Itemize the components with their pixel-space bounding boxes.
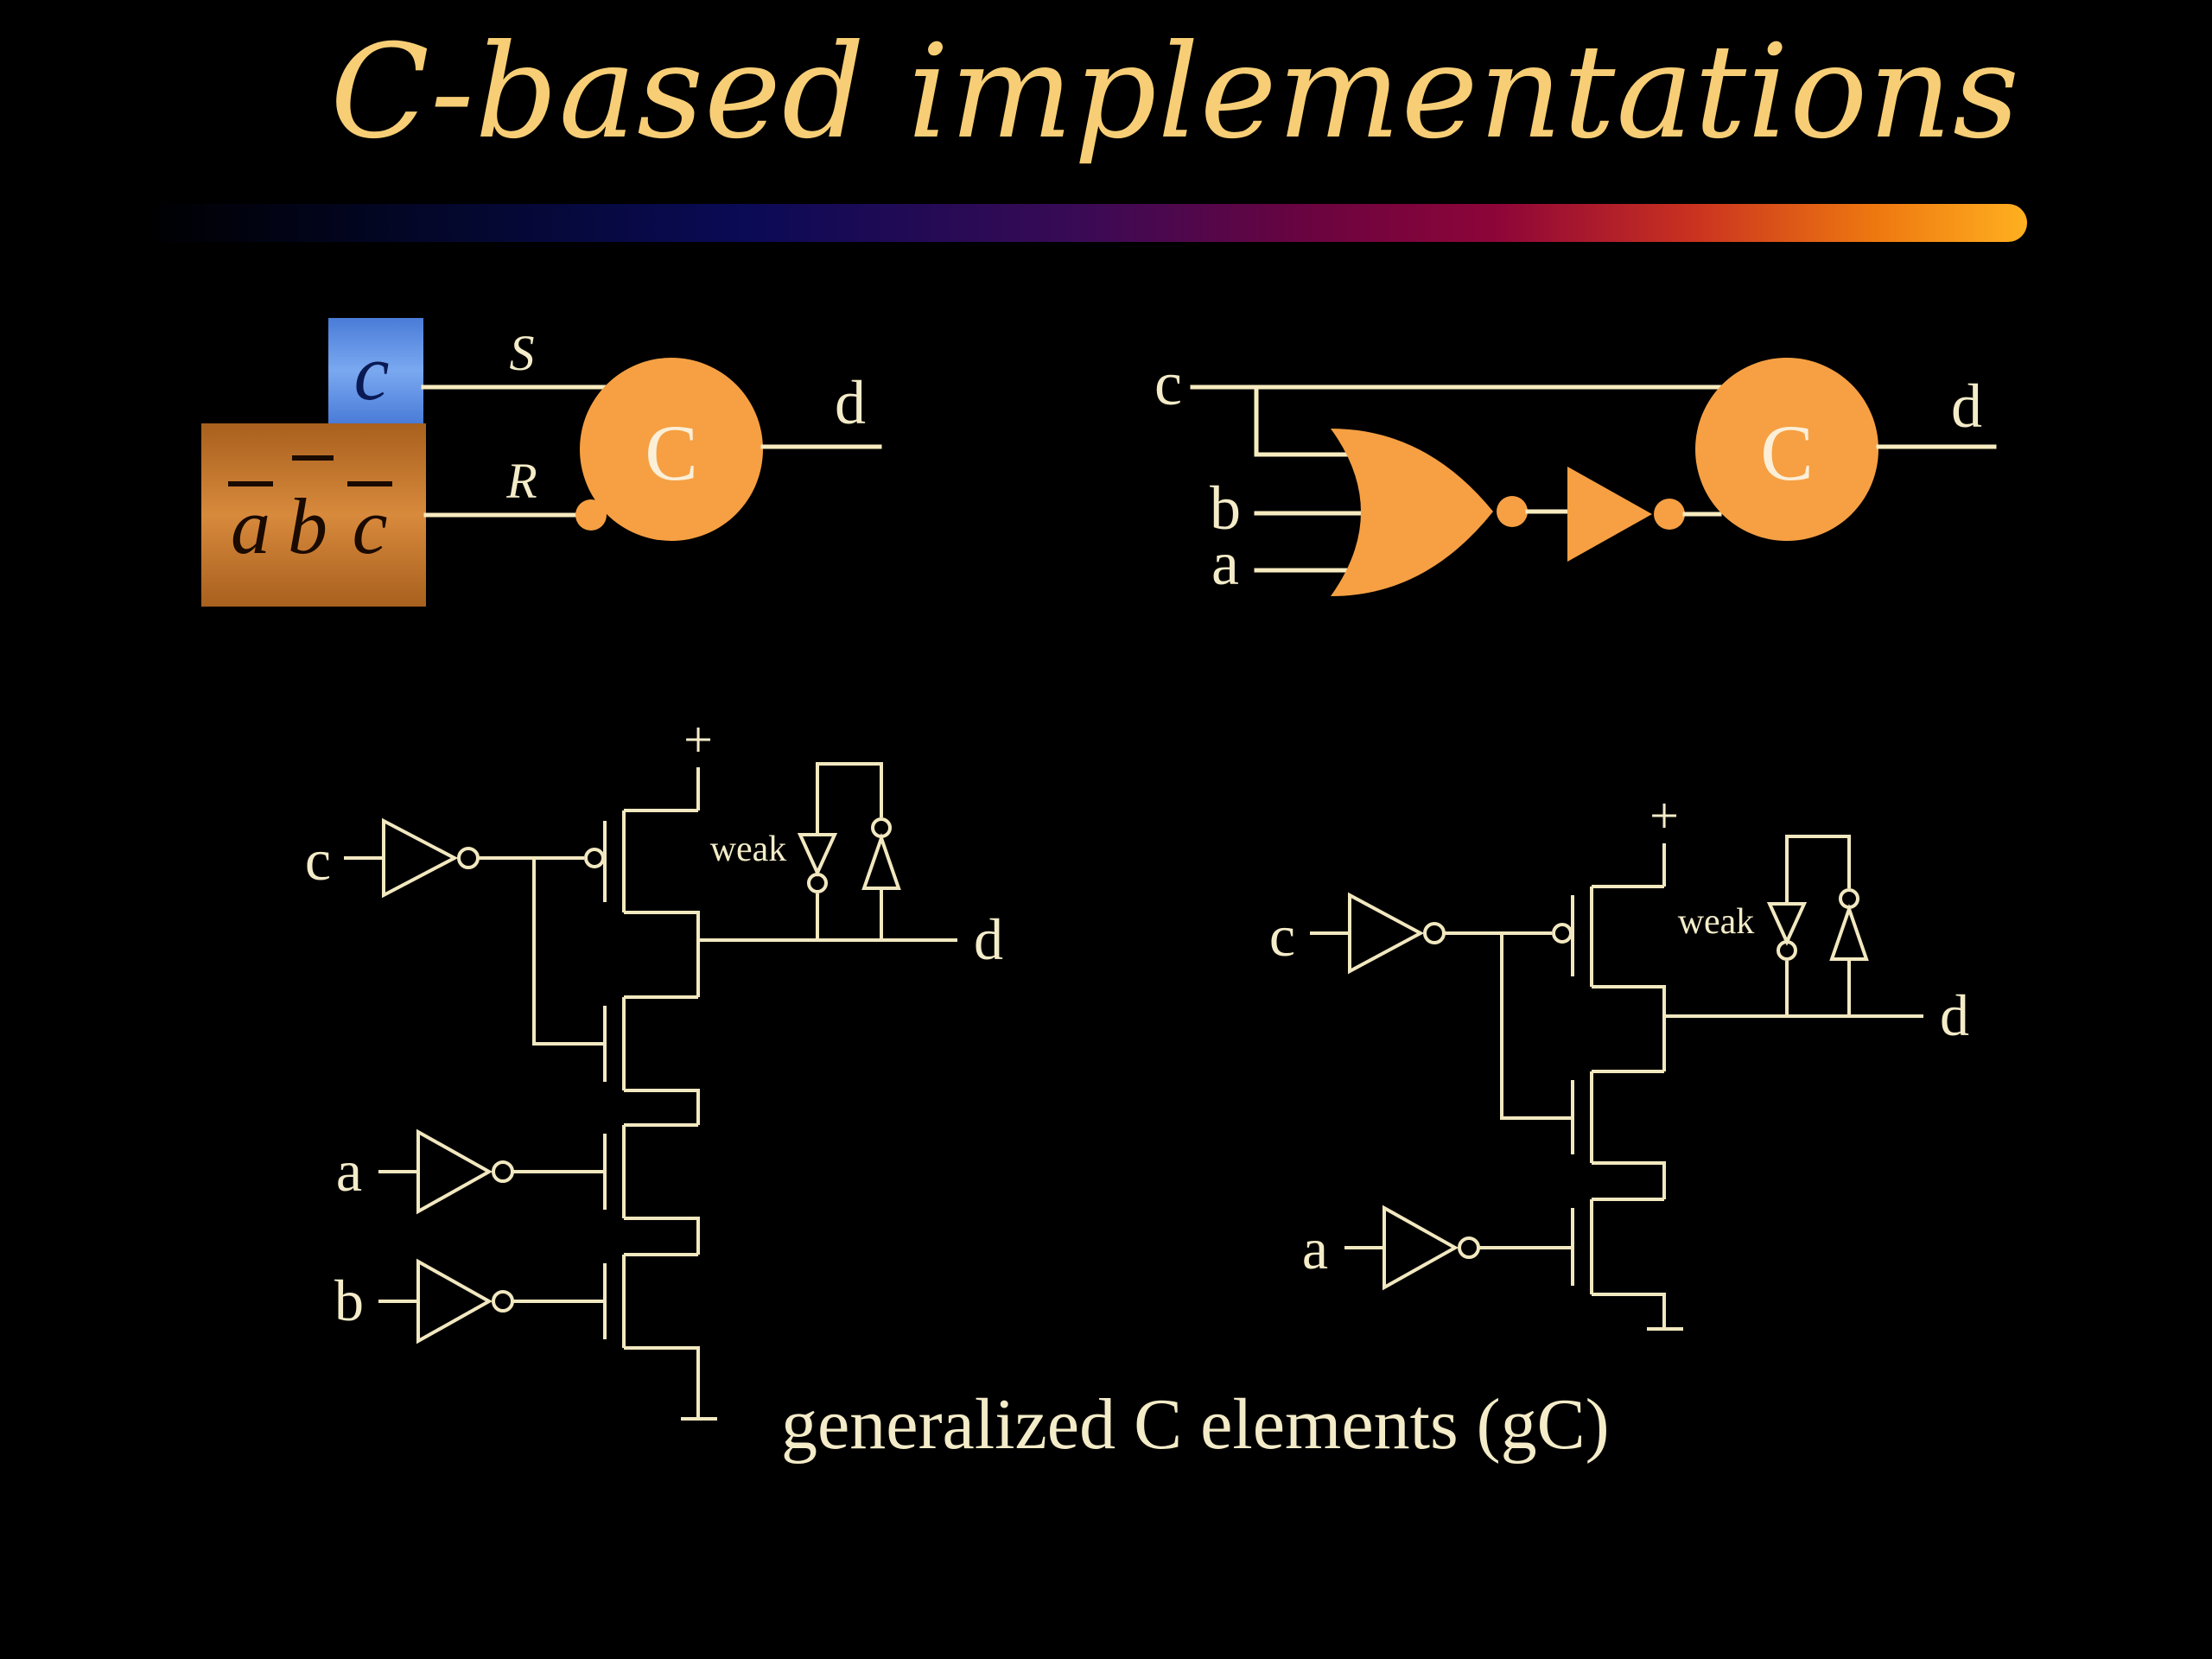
inverter-a-icon <box>416 1128 493 1215</box>
svg-text:b: b <box>288 482 327 570</box>
pmos-gate-bubble <box>584 848 605 868</box>
caption: generalized C elements (gC) <box>781 1384 1610 1465</box>
c-element-gate <box>1695 358 1878 541</box>
title-underline-gradient <box>138 204 2027 242</box>
svg-text:a: a <box>231 482 270 570</box>
input-a-label: a <box>1211 529 1239 598</box>
slide-title: C-based implementations <box>330 17 2020 168</box>
supply-label: + <box>683 711 713 768</box>
keeper-inverter-down-icon <box>797 833 838 877</box>
inverter-bubble <box>1654 499 1685 530</box>
c-element-label: C <box>1760 409 1813 497</box>
keeper-label: weak <box>710 830 787 869</box>
diagram-bottom-right: + c d weak <box>1269 787 1969 1331</box>
inverter-a-icon <box>1382 1205 1459 1291</box>
reset-inversion-bubble <box>575 499 607 531</box>
reset-signal-box <box>201 423 426 607</box>
reset-label: R <box>505 453 537 509</box>
inverter-c-icon <box>1348 892 1425 975</box>
inverter-c-bubble <box>1423 922 1446 944</box>
input-c-label: c <box>305 827 331 893</box>
output-label: d <box>835 368 866 437</box>
inverter-b-icon <box>416 1258 493 1344</box>
c-element-label: C <box>645 409 697 497</box>
inverter-b-bubble <box>492 1290 514 1313</box>
keeper-inverter-up-icon <box>1829 903 1869 961</box>
input-a-label: a <box>336 1138 362 1204</box>
svg-text:c: c <box>353 482 388 570</box>
c-branch-wire <box>1254 385 1364 457</box>
supply-label: + <box>1649 787 1679 844</box>
inverter-c-icon <box>382 817 459 899</box>
output-label: d <box>1940 982 1969 1048</box>
nor-bubble <box>1497 496 1528 527</box>
set-signal-box <box>328 318 423 423</box>
set-label: S <box>510 325 535 381</box>
input-b-label: b <box>334 1268 364 1333</box>
diagram-bottom-left: + c d weak <box>305 711 1003 1421</box>
output-label: d <box>1951 372 1982 441</box>
input-b-label: b <box>1210 474 1241 543</box>
input-c-label: c <box>1154 349 1182 418</box>
keeper-inverter-up-icon <box>861 832 901 890</box>
input-c-label: c <box>1269 903 1295 969</box>
diagram-top-right: c b a C d <box>1154 349 1997 598</box>
inverter-a-bubble <box>492 1160 514 1183</box>
keeper-inverter-down-icon <box>1766 902 1808 946</box>
input-a-label: a <box>1302 1216 1328 1281</box>
c-element-gate <box>580 358 763 541</box>
diagram-top-left: c a b c S R C d <box>201 318 882 607</box>
nor-gate <box>1331 429 1493 596</box>
inverter-gate <box>1567 467 1652 562</box>
set-signal-text: c <box>354 328 390 416</box>
output-label: d <box>974 906 1003 972</box>
reset-signal-expression: a b c <box>228 455 392 570</box>
inverter-a-bubble <box>1458 1236 1480 1259</box>
pmos-gate-bubble <box>1552 923 1573 944</box>
keeper-label: weak <box>1678 902 1755 942</box>
inverter-c-bubble <box>457 847 480 869</box>
